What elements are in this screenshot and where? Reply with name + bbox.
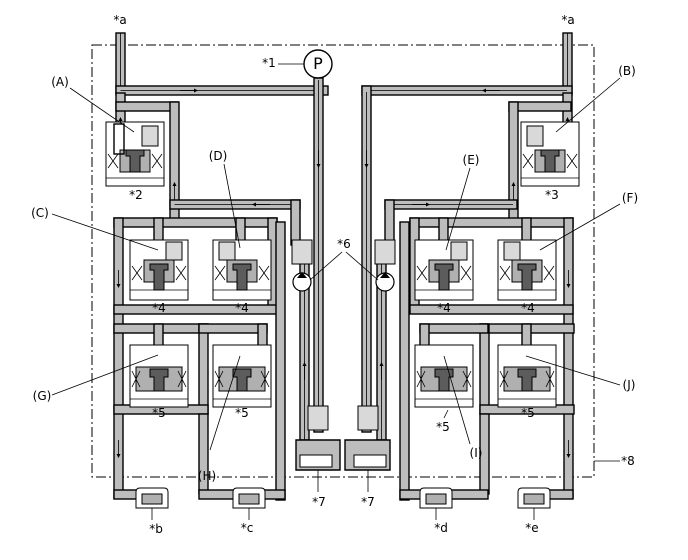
label-s5-1: *5 bbox=[152, 406, 166, 420]
label-s7-right: *7 bbox=[361, 495, 375, 509]
valve-2 bbox=[105, 121, 165, 187]
reservoir-left bbox=[295, 405, 341, 471]
label-B: (B) bbox=[618, 64, 636, 78]
valve-5-b bbox=[212, 344, 272, 408]
label-s4-2: *4 bbox=[235, 301, 249, 315]
label-G: (G) bbox=[32, 389, 52, 403]
leader-lines bbox=[51, 63, 621, 492]
valve-4-d bbox=[497, 239, 557, 301]
reservoir-right bbox=[344, 405, 391, 471]
valve-3 bbox=[520, 121, 580, 187]
label-s3: *3 bbox=[545, 188, 559, 202]
label-C: (C) bbox=[31, 206, 49, 220]
label-pump: *1 bbox=[262, 56, 276, 70]
pump-symbol: P bbox=[313, 54, 323, 73]
label-s5-2: *5 bbox=[235, 406, 249, 420]
label-a-left: *a bbox=[113, 13, 127, 27]
label-D: (D) bbox=[208, 149, 228, 163]
label-E: (E) bbox=[462, 153, 480, 167]
label-d: *d bbox=[434, 521, 448, 535]
label-s2: *2 bbox=[129, 188, 143, 202]
wheel-cylinder-c bbox=[232, 487, 266, 520]
label-s6: *6 bbox=[337, 237, 351, 251]
actuator-boundary bbox=[91, 44, 595, 478]
valve-5-a bbox=[129, 344, 189, 408]
flow-arrows bbox=[116, 88, 571, 458]
label-F: (F) bbox=[621, 191, 639, 205]
valve-4-c bbox=[414, 239, 474, 301]
valve-5-c bbox=[414, 344, 474, 408]
label-s8: *8 bbox=[621, 454, 635, 468]
label-s5-4: *5 bbox=[521, 406, 535, 420]
label-s7-left: *7 bbox=[312, 495, 326, 509]
label-J: (J) bbox=[622, 378, 636, 392]
label-b: *b bbox=[149, 522, 163, 536]
label-I: (I) bbox=[469, 446, 483, 460]
label-s4-3: *4 bbox=[437, 301, 451, 315]
label-s4-1: *4 bbox=[152, 301, 166, 315]
label-s4-4: *4 bbox=[521, 301, 535, 315]
wheel-cylinder-e bbox=[517, 487, 551, 520]
label-c: *c bbox=[240, 521, 254, 535]
label-A: (A) bbox=[51, 75, 69, 89]
valve-4-a bbox=[129, 239, 189, 301]
valve-5-d bbox=[497, 344, 557, 408]
label-e: *e bbox=[525, 521, 539, 535]
wheel-cylinder-b bbox=[135, 487, 169, 520]
wheel-cylinder-d bbox=[419, 487, 453, 520]
label-a-right: *a bbox=[561, 13, 575, 27]
label-s5-3: *5 bbox=[436, 420, 450, 434]
label-H: (H) bbox=[197, 469, 217, 483]
check-valve-left bbox=[291, 239, 313, 292]
valve-4-b bbox=[212, 239, 272, 301]
check-valve-right bbox=[374, 239, 396, 292]
